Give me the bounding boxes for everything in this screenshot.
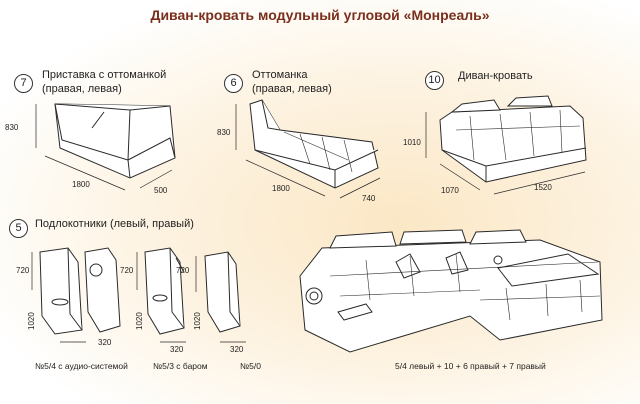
assembled-sofa-drawing: [299, 229, 603, 353]
armrest-5-0-drawing: [204, 251, 241, 333]
module-10-height: 1010: [403, 138, 421, 147]
module-7-label-line2: (правая, левая): [42, 83, 122, 95]
module-10-number: 10: [425, 71, 444, 90]
module-7-number: 7: [14, 74, 33, 93]
armrest-5-3-caption: №5/3 с баром: [153, 361, 208, 371]
module-6-depth: 740: [362, 194, 376, 203]
page-title: Диван-кровать модульный угловой «Монреал…: [150, 7, 490, 23]
armrest-5-3-height: 720: [120, 266, 134, 275]
module-6-drawing: [249, 99, 379, 189]
module-6-label-line2: (правая, левая): [252, 83, 332, 95]
module-6-length: 1800: [272, 184, 290, 193]
armrest-5-0-caption: №5/0: [240, 361, 261, 371]
armrest-5-4-caption: №5/4 с аудио-системой: [35, 361, 128, 371]
armrest-5-4-width: 320: [98, 338, 112, 347]
module-10-label: Диван-кровать: [458, 70, 533, 82]
armrest-5-4-drawing: [39, 247, 121, 335]
module-10-depth: 1070: [441, 186, 459, 195]
armrest-5-0-height: 720: [176, 266, 190, 275]
module-6-height: 830: [217, 128, 231, 137]
assembly-caption: 5/4 левый + 10 + 6 правый + 7 правый: [395, 361, 546, 371]
armrest-5-4-depth: 1020: [27, 312, 36, 330]
module-5-label: Подлокотники (левый, правый): [35, 218, 194, 230]
module-10-drawing: [439, 95, 587, 183]
armrest-5-3-drawing: [144, 247, 185, 335]
module-6-label-line1: Оттоманка: [252, 69, 308, 81]
module-7-height: 830: [5, 123, 19, 132]
armrest-5-4-height: 720: [16, 266, 30, 275]
module-7-drawing: [54, 103, 176, 179]
module-10-length: 1520: [534, 183, 552, 192]
module-7-depth: 500: [154, 186, 168, 195]
armrest-5-0-width: 320: [230, 345, 244, 354]
armrest-5-3-depth: 1020: [135, 312, 144, 330]
module-7-length: 1800: [72, 180, 90, 189]
module-7-label-line1: Приставка с оттоманкой: [42, 69, 167, 81]
module-5-number: 5: [9, 219, 28, 238]
armrest-5-3-width: 320: [170, 345, 184, 354]
armrest-5-0-depth: 1020: [193, 312, 202, 330]
module-6-number: 6: [224, 74, 243, 93]
